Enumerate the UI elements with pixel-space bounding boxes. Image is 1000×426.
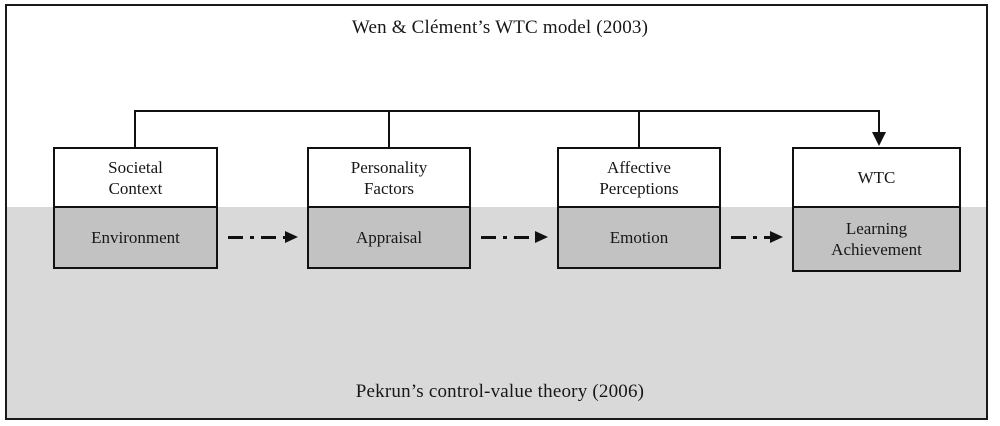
top-bracket-horizontal-line — [134, 110, 880, 112]
node-societal-context-bottom-label: Environment — [55, 208, 216, 267]
flow-arrow-appraisal-to-emotion — [481, 231, 548, 243]
node-affective-perceptions-top-line2: Perceptions — [599, 178, 679, 198]
node-personality-factors-top-label: Personality Factors — [309, 149, 469, 208]
top-bracket-arrowhead-icon — [872, 132, 886, 146]
node-personality-factors[interactable]: Personality Factors Appraisal — [307, 147, 471, 269]
node-wtc-outcome[interactable]: WTC Learning Achievement — [792, 147, 961, 272]
flow-arrow-environment-to-appraisal — [228, 231, 298, 243]
top-bracket-drop-societal-context — [134, 110, 136, 149]
node-wtc-outcome-bottom-label: Learning Achievement — [794, 208, 959, 270]
flow-arrow-1-arrowhead-icon — [285, 231, 298, 243]
flow-arrow-3-arrowhead-icon — [770, 231, 783, 243]
flow-arrow-2-line — [481, 236, 535, 239]
node-societal-context[interactable]: Societal Context Environment — [53, 147, 218, 269]
top-bracket-drop-personality-factors — [388, 110, 390, 149]
top-bracket-drop-affective-perceptions — [638, 110, 640, 149]
node-societal-context-top-line1: Societal — [108, 157, 163, 177]
node-wtc-outcome-bottom-line2: Achievement — [831, 240, 922, 259]
node-personality-factors-top-line2: Factors — [363, 178, 415, 198]
node-affective-perceptions-top-label: Affective Perceptions — [559, 149, 719, 208]
node-personality-factors-top-line1: Personality — [350, 157, 428, 177]
node-affective-perceptions[interactable]: Affective Perceptions Emotion — [557, 147, 721, 269]
node-affective-perceptions-bottom-label: Emotion — [559, 208, 719, 267]
bottom-framework-title: Pekrun’s control-value theory (2006) — [355, 381, 645, 402]
node-societal-context-top-line2: Context — [108, 178, 163, 198]
flow-arrow-emotion-to-learning-achievement — [731, 231, 783, 243]
top-framework-title: Wen & Clément’s WTC model (2003) — [351, 17, 649, 38]
flow-arrow-1-line — [228, 236, 285, 239]
flow-arrow-2-arrowhead-icon — [535, 231, 548, 243]
node-affective-perceptions-top-line1: Affective — [607, 157, 671, 177]
flow-arrow-3-line — [731, 236, 770, 239]
top-bracket-drop-wtc — [878, 110, 880, 134]
node-personality-factors-bottom-label: Appraisal — [309, 208, 469, 267]
node-wtc-outcome-top-label: WTC — [794, 149, 959, 208]
node-societal-context-top-label: Societal Context — [55, 149, 216, 208]
node-wtc-outcome-bottom-line1: Learning — [845, 219, 908, 238]
